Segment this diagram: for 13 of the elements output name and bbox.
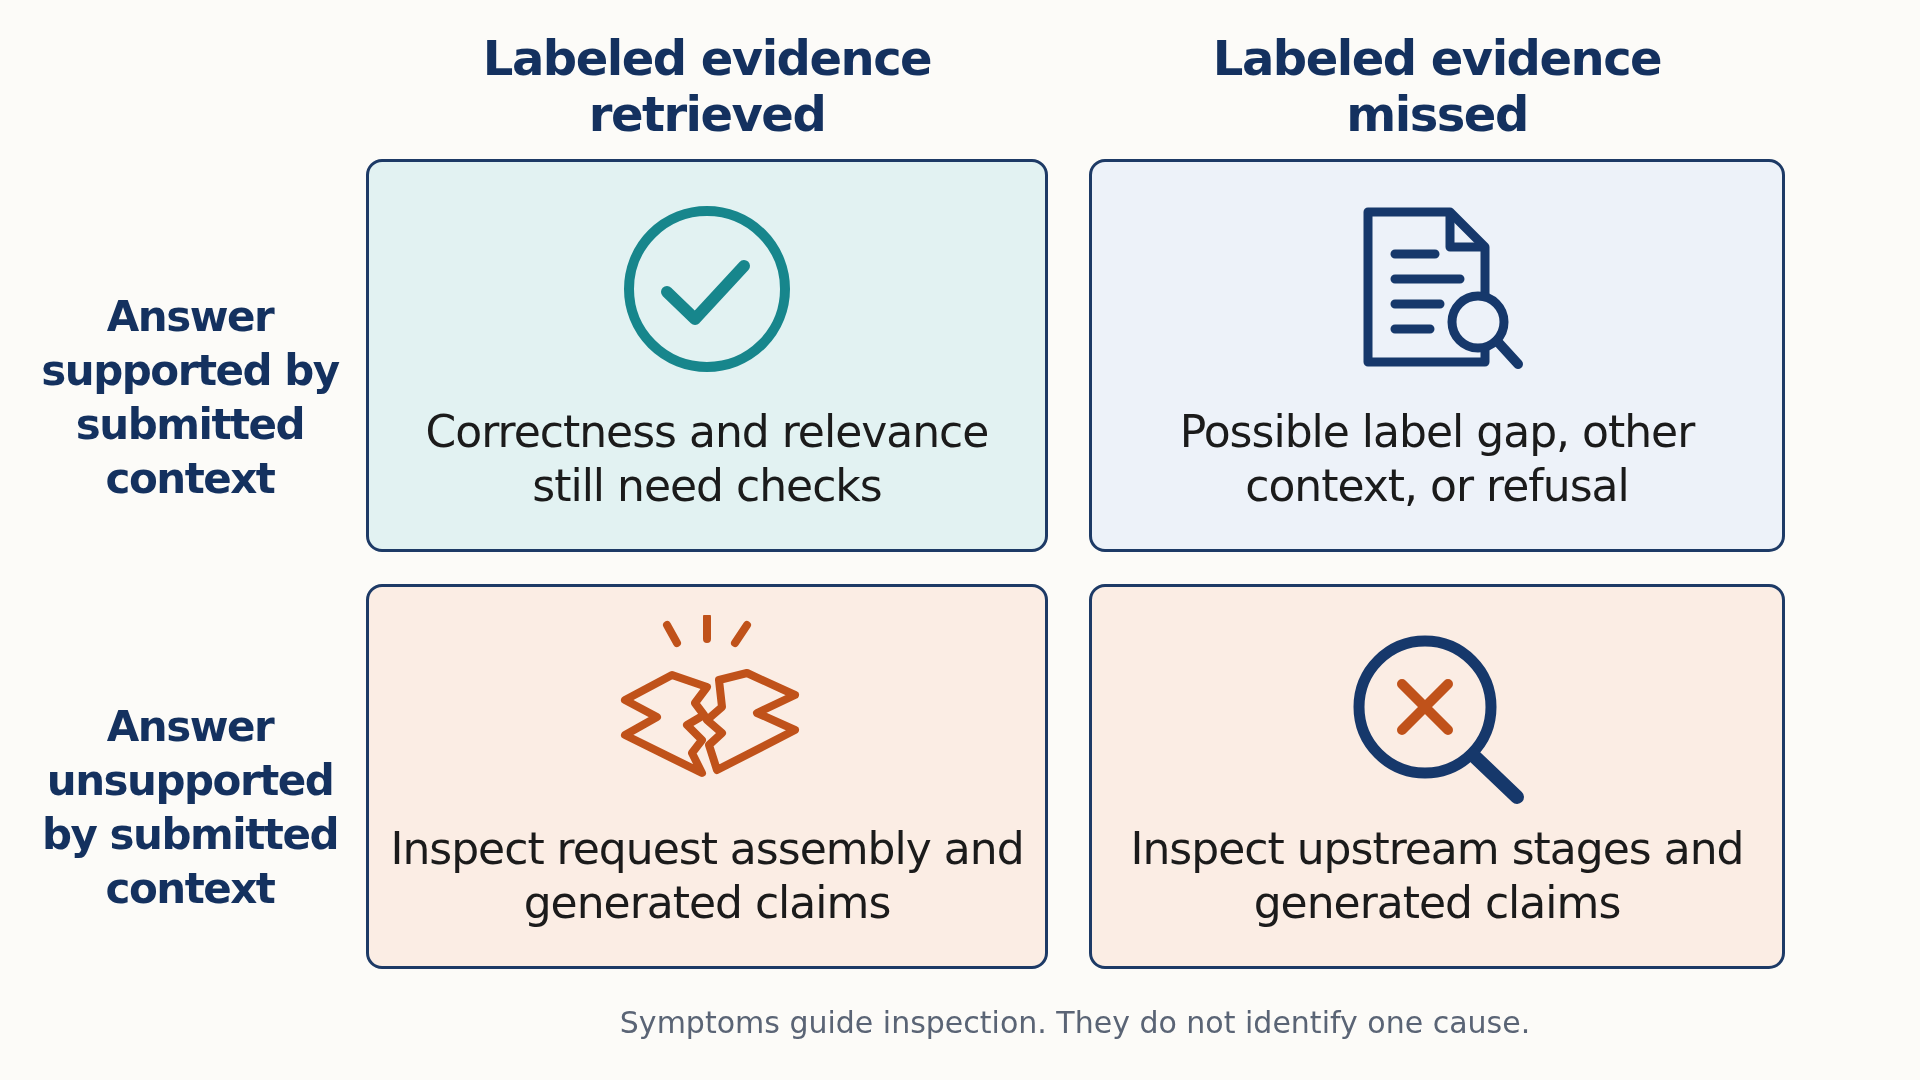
card-text: Inspect upstream stages and generated claims — [1129, 822, 1745, 930]
row-heading: Answer supported by submitted context — [40, 291, 341, 505]
column-heading: Labeled evidence retrieved — [481, 30, 933, 142]
card-text: Possible label gap, other context, or refusal — [1178, 405, 1697, 513]
row-heading: Answer unsupported by submitted context — [41, 701, 339, 915]
card-text: Correctness and relevance still need checks — [424, 405, 990, 513]
quadrant-card — [366, 584, 1048, 969]
quadrant-card — [1089, 159, 1785, 552]
caption: Symptoms guide inspection. They do not identify one cause. — [618, 1005, 1532, 1040]
quadrant-card — [1089, 584, 1785, 969]
card-text: Inspect request assembly and generated claims — [389, 822, 1025, 930]
quadrant-card — [366, 159, 1048, 552]
column-heading: Labeled evidence missed — [1211, 30, 1663, 142]
